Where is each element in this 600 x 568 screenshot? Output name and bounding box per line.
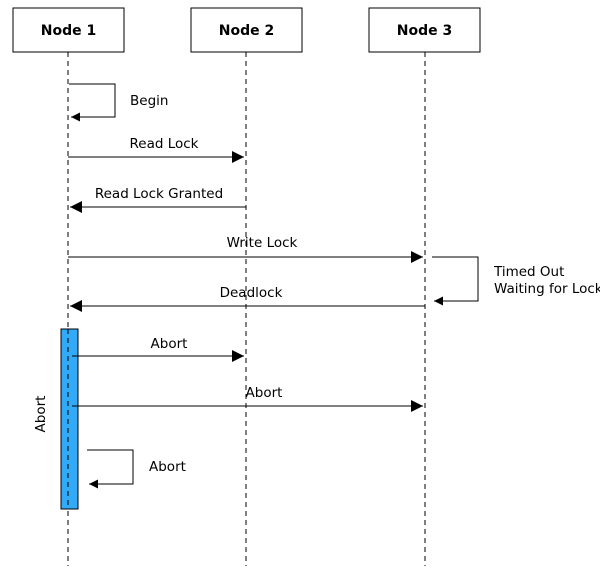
abort-to-node-3-label: Abort (246, 385, 283, 401)
abort-activation-bar (60, 328, 79, 510)
node-3-box: Node 3 (368, 7, 481, 53)
read-lock-label: Read Lock (130, 136, 199, 152)
node-1-label: Node 1 (41, 23, 96, 39)
node-2-label: Node 2 (219, 23, 274, 39)
node-3-label: Node 3 (397, 23, 452, 39)
read-lock-granted-label: Read Lock Granted (95, 186, 223, 202)
deadlock-label: Deadlock (220, 285, 283, 301)
abort-self-arrow (87, 449, 134, 489)
write-lock-label: Write Lock (227, 235, 298, 251)
abort-self-label: Abort (149, 459, 186, 475)
activation-label: Abort (33, 396, 49, 433)
timed-out-self-arrow (432, 256, 479, 306)
begin-label: Begin (130, 93, 168, 109)
node-2-box: Node 2 (190, 7, 303, 53)
timed-out-label-line2: Waiting for Lock (494, 281, 600, 297)
abort-to-node-2-label: Abort (151, 336, 188, 352)
begin-self-arrow (69, 83, 116, 122)
node-1-box: Node 1 (12, 7, 125, 53)
timed-out-label-line1: Timed Out (493, 264, 564, 280)
